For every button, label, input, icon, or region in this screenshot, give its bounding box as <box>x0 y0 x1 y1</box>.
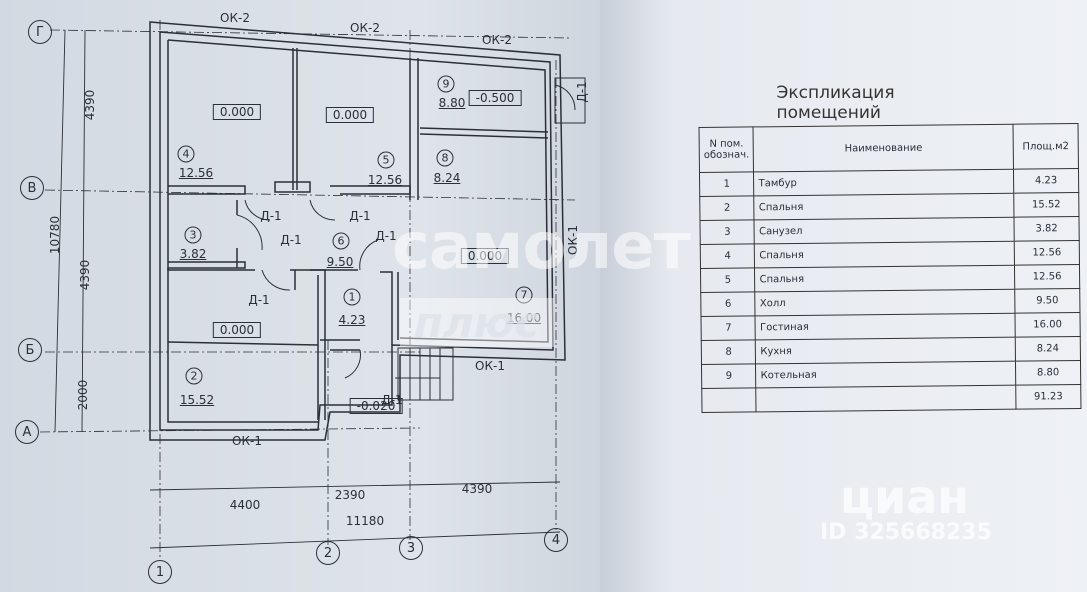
outer-walls <box>149 21 566 441</box>
window-label: ОК-2 <box>350 21 380 35</box>
door-label: Д-1 <box>381 393 403 407</box>
room-3-number: 3 <box>184 226 202 244</box>
dim-left-1: 4390 <box>83 89 97 121</box>
room-6-area: 9.50 <box>326 255 354 269</box>
room-4-area: 12.56 <box>178 166 214 180</box>
interior-walls <box>167 48 549 420</box>
plus-watermark: плюс <box>400 298 554 347</box>
floor-plan-drawing <box>39 20 586 560</box>
room-7-number: 7 <box>515 286 533 304</box>
room-1-area: 4.23 <box>338 313 366 327</box>
room-3-area: 3.82 <box>179 247 207 261</box>
samolet-watermark: самолет <box>392 210 691 284</box>
room-4-level: 0.000 <box>212 104 262 120</box>
window-label: ОК-2 <box>220 11 250 25</box>
door-swings <box>236 84 576 379</box>
dim-bottom-1: 4400 <box>229 498 261 512</box>
room-5-area: 12.56 <box>367 173 403 187</box>
stairs <box>395 347 454 401</box>
window-label: ОК-2 <box>482 33 512 47</box>
room-9-level: -0.500 <box>468 90 522 106</box>
room-5-number: 5 <box>377 151 395 169</box>
grid-lines <box>39 20 576 560</box>
dim-bottom-3: 4390 <box>461 482 493 496</box>
table-total-row: 91.23 <box>701 384 1081 413</box>
window-label: ОК-1 <box>232 434 262 448</box>
room-8-area: 8.24 <box>433 171 461 185</box>
axis-row-g: Г <box>28 20 52 44</box>
dim-bottom-total: 11180 <box>345 514 385 528</box>
window-label: ОК-1 <box>475 359 505 373</box>
axis-col-1: 1 <box>148 560 172 584</box>
dim-left-2: 4390 <box>78 259 92 291</box>
axis-row-v: В <box>20 176 44 200</box>
room-8-number: 8 <box>436 149 454 167</box>
door-label: Д-1 <box>248 293 270 307</box>
entry-level: -0.020 <box>349 398 403 414</box>
header-number: N пом. обознач. <box>699 126 754 173</box>
cian-watermark: циан <box>840 470 970 524</box>
dim-left-total: 10780 <box>48 215 62 255</box>
room-9-number: 9 <box>437 75 455 93</box>
room-2-level: 0.000 <box>212 322 262 338</box>
dimension-lines <box>54 29 561 549</box>
room-5-level: 0.000 <box>325 107 375 123</box>
room-4-number: 4 <box>177 145 195 163</box>
header-area: Площ.м2 <box>1013 123 1079 170</box>
door-label: Д-1 <box>260 209 282 223</box>
axis-col-2: 2 <box>316 541 340 565</box>
door-label: Д-1 <box>375 229 397 243</box>
explication-title: Экспликация помещений <box>776 83 895 123</box>
header-name: Наименование <box>753 124 1014 172</box>
right-page <box>600 0 1087 592</box>
cian-id-watermark: ID 325668235 <box>820 520 992 545</box>
axis-row-b: Б <box>18 338 42 362</box>
left-page <box>0 0 600 592</box>
axis-col-4: 4 <box>544 528 568 552</box>
room-2-area: 15.52 <box>179 393 215 407</box>
room-9-area: 8.80 <box>438 96 466 110</box>
room-1-number: 1 <box>343 288 361 306</box>
table-header: N пом. обознач. Наименование Площ.м2 <box>699 123 1079 173</box>
room-7-level: 0.000 <box>460 248 510 264</box>
total-area: 91.23 <box>1015 384 1081 410</box>
room-2-number: 2 <box>185 367 203 385</box>
dim-bottom-2: 2390 <box>334 488 366 502</box>
door-label: Д-1 <box>575 81 589 103</box>
axis-row-a: А <box>15 420 39 444</box>
door-label: Д-1 <box>280 233 302 247</box>
room-6-number: 6 <box>332 232 350 250</box>
dim-left-3: 2000 <box>76 379 90 411</box>
axis-col-3: 3 <box>399 536 423 560</box>
door-label: Д-1 <box>349 209 371 223</box>
room-7-area: 16.00 <box>506 311 542 325</box>
